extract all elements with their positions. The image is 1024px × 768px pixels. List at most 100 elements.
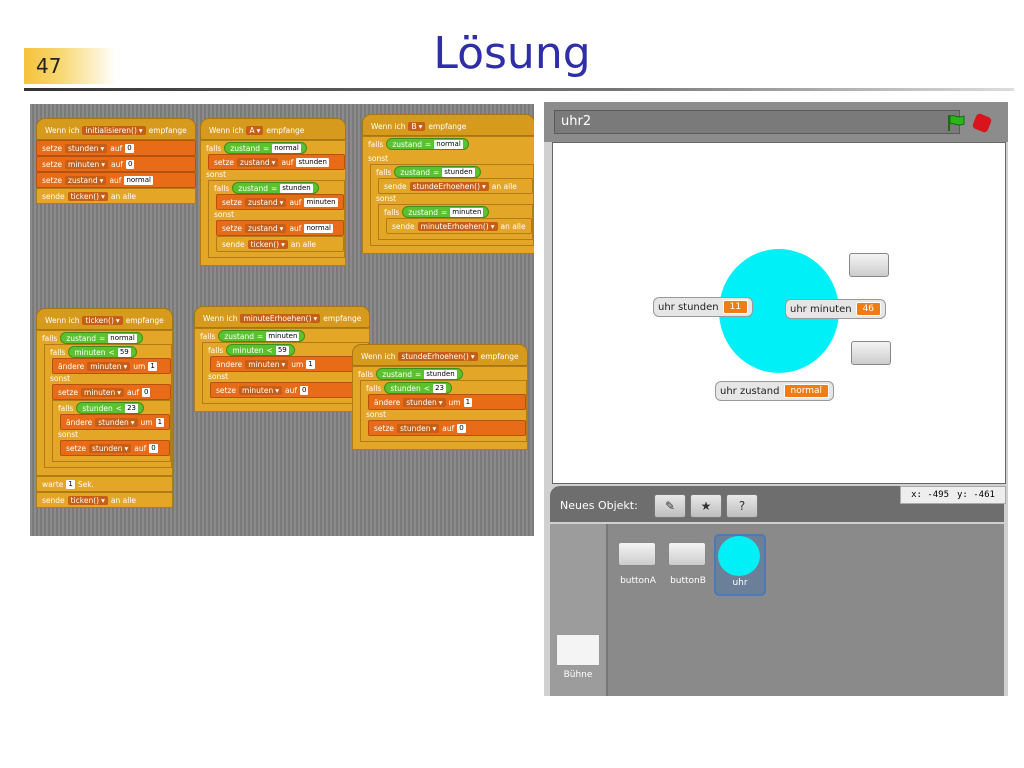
stage-canvas[interactable]: uhr stunden 11 uhr minuten 46 uhr zustan… bbox=[552, 142, 1006, 484]
set-block[interactable]: setzezustandaufminuten bbox=[216, 194, 344, 210]
message-dropdown[interactable]: B bbox=[408, 121, 426, 131]
hat-block[interactable]: Wenn ich initialisieren() empfange bbox=[36, 118, 196, 140]
message-dropdown[interactable]: ticken() bbox=[67, 191, 108, 201]
value-input[interactable]: 1 bbox=[155, 417, 165, 427]
message-dropdown[interactable]: ticken() bbox=[67, 495, 108, 505]
change-block[interactable]: ändereminutenum1 bbox=[210, 356, 369, 372]
sprite-thumb-uhr[interactable]: uhr bbox=[714, 534, 766, 596]
value-input[interactable]: 0 bbox=[300, 385, 309, 395]
set-block[interactable]: setzezustandaufnormal bbox=[216, 220, 344, 236]
surprise-sprite-icon[interactable]: ? bbox=[726, 494, 758, 518]
less-than-operator[interactable]: minuten<59 bbox=[226, 344, 295, 356]
value-input[interactable]: 0 bbox=[142, 387, 151, 397]
set-block[interactable]: setzestundenauf0 bbox=[368, 420, 526, 436]
variable-dropdown[interactable]: zustand bbox=[245, 223, 287, 233]
monitor-uhr-minuten[interactable]: uhr minuten 46 bbox=[785, 299, 887, 319]
monitor-uhr-stunden[interactable]: uhr stunden 11 bbox=[653, 297, 754, 317]
monitor-uhr-zustand[interactable]: uhr zustand normal bbox=[715, 381, 835, 401]
value-input[interactable]: stunden bbox=[424, 369, 457, 379]
message-dropdown[interactable]: initialisieren() bbox=[82, 125, 146, 135]
value-input[interactable]: stunden bbox=[280, 183, 313, 193]
value-input[interactable]: normal bbox=[272, 143, 301, 153]
sprite-thumb-buttonA[interactable]: buttonA bbox=[614, 534, 662, 592]
equals-operator[interactable]: zustand=stunden bbox=[376, 368, 463, 380]
set-block[interactable]: setzestundenauf0 bbox=[36, 140, 196, 156]
script-initialisieren[interactable]: Wenn ich initialisieren() empfange setze… bbox=[36, 118, 196, 204]
message-dropdown[interactable]: ticken() bbox=[247, 239, 288, 249]
value-input[interactable]: 23 bbox=[433, 383, 447, 393]
value-input[interactable]: minuten bbox=[450, 207, 484, 217]
equals-operator[interactable]: zustand=normal bbox=[224, 142, 307, 154]
variable-dropdown[interactable]: minuten bbox=[81, 387, 124, 397]
stage-thumbnail[interactable] bbox=[556, 634, 600, 666]
equals-operator[interactable]: zustand=minuten bbox=[218, 330, 306, 342]
stop-icon[interactable] bbox=[971, 112, 993, 134]
value-input[interactable]: 1 bbox=[463, 397, 473, 407]
variable-dropdown[interactable]: stunden bbox=[89, 443, 132, 453]
set-block[interactable]: setzestundenauf0 bbox=[60, 440, 171, 456]
less-than-operator[interactable]: stunden<23 bbox=[76, 402, 145, 414]
stage-thumbnail-column[interactable]: Bühne bbox=[550, 524, 608, 696]
less-than-operator[interactable]: stunden<23 bbox=[384, 382, 453, 394]
message-dropdown[interactable]: stundeErhoehen() bbox=[398, 351, 478, 361]
message-dropdown[interactable]: ticken() bbox=[82, 315, 123, 325]
variable-dropdown[interactable]: minuten bbox=[245, 359, 289, 369]
message-dropdown[interactable]: stundeErhoehen() bbox=[409, 181, 489, 191]
variable-dropdown[interactable]: zustand bbox=[245, 197, 287, 207]
variable-dropdown[interactable]: minuten bbox=[87, 361, 131, 371]
set-block[interactable]: setzeminutenauf0 bbox=[210, 382, 369, 398]
open-sprite-folder-icon[interactable]: ★ bbox=[690, 494, 722, 518]
value-input[interactable]: 1 bbox=[66, 479, 75, 489]
value-input[interactable]: stunden bbox=[296, 157, 329, 167]
variable-dropdown[interactable]: stunden bbox=[95, 417, 138, 427]
equals-operator[interactable]: zustand=normal bbox=[60, 332, 143, 344]
value-input[interactable]: 0 bbox=[149, 443, 158, 453]
variable-dropdown[interactable]: minuten bbox=[65, 159, 108, 169]
value-input[interactable]: normal bbox=[108, 333, 137, 343]
variable-dropdown[interactable]: stunden bbox=[403, 397, 446, 407]
message-dropdown[interactable]: minuteErhoehen() bbox=[417, 221, 498, 231]
change-block[interactable]: ändereminutenum1 bbox=[52, 358, 172, 374]
value-input[interactable]: 0 bbox=[457, 423, 466, 433]
set-block[interactable]: setzezustandaufnormal bbox=[36, 172, 196, 188]
variable-dropdown[interactable]: zustand bbox=[237, 157, 279, 167]
scripts-area[interactable]: Wenn ich initialisieren() empfange setze… bbox=[30, 104, 534, 536]
value-input[interactable]: normal bbox=[434, 139, 463, 149]
value-input[interactable]: 1 bbox=[148, 361, 157, 371]
variable-dropdown[interactable]: minuten bbox=[239, 385, 282, 395]
button-b-sprite[interactable] bbox=[851, 341, 891, 365]
equals-operator[interactable]: zustand=normal bbox=[386, 138, 469, 150]
set-block[interactable]: setzeminutenauf0 bbox=[52, 384, 172, 400]
equals-operator[interactable]: zustand=stunden bbox=[394, 166, 481, 178]
message-dropdown[interactable]: A bbox=[246, 125, 264, 135]
change-block[interactable]: änderestundenum1 bbox=[368, 394, 526, 410]
variable-dropdown[interactable]: zustand bbox=[65, 175, 107, 185]
variable-dropdown[interactable]: stunden bbox=[397, 423, 440, 433]
button-a-sprite[interactable] bbox=[849, 253, 889, 277]
message-dropdown[interactable]: minuteErhoehen() bbox=[240, 313, 321, 323]
value-input[interactable]: 59 bbox=[117, 347, 131, 357]
variable-dropdown[interactable]: stunden bbox=[65, 143, 108, 153]
value-input[interactable]: normal bbox=[304, 223, 333, 233]
value-input[interactable]: minuten bbox=[266, 331, 300, 341]
